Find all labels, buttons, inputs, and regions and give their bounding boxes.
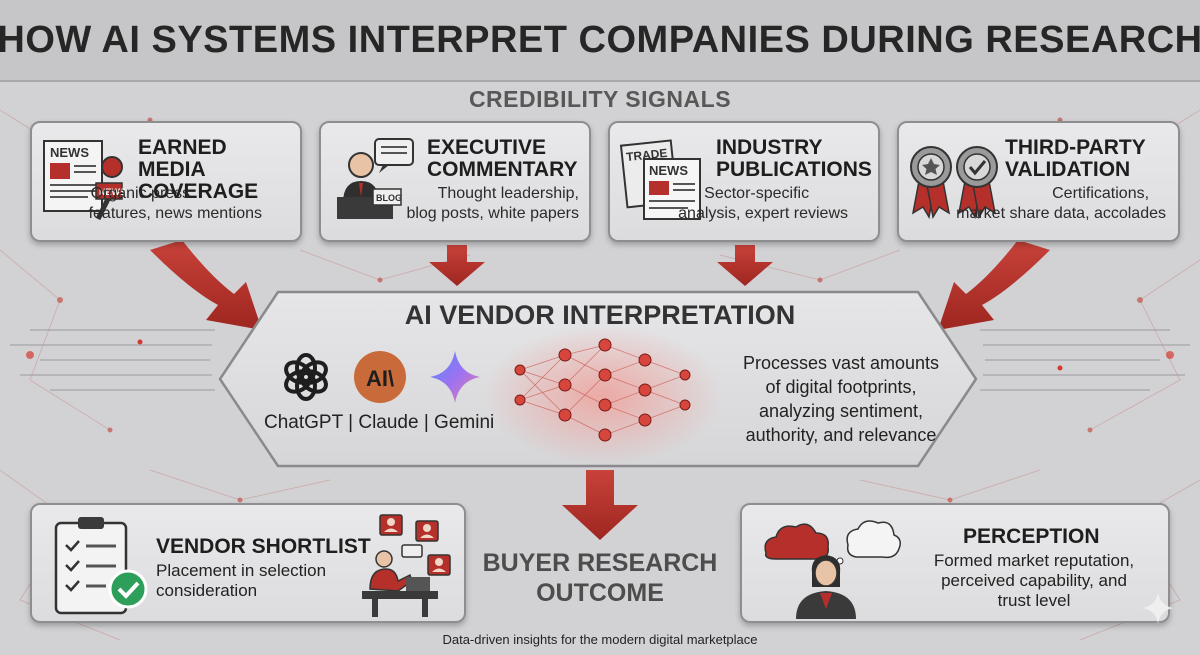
svg-text:NEWS: NEWS (649, 163, 688, 178)
shortlist-title: VENDOR SHORTLIST (156, 535, 371, 558)
hub-title: AI VENDOR INTERPRETATION (404, 300, 796, 330)
svg-text:BLOG: BLOG (376, 193, 402, 203)
publications-icon: TRADE NEWS (619, 139, 701, 220)
arrow-media-to-hub (150, 240, 262, 330)
thinking-person-clouds-icon (764, 520, 901, 619)
clipboard-checklist-icon (54, 517, 148, 615)
signal-description: Thought leadership,blog posts, white pap… (406, 185, 579, 222)
newspaper-microphone-icon: NEWS NEWS (43, 140, 126, 221)
vendor-names: ChatGPT | Claude | Gemini (264, 412, 495, 433)
perception-title: PERCEPTION (963, 525, 1100, 548)
section-label: CREDIBILITY SIGNALS (468, 86, 732, 112)
arrow-hub-to-outcome (562, 470, 638, 540)
sparkle-icon (1142, 592, 1174, 624)
arrow-commentary-to-hub (429, 245, 485, 286)
speaker-podium-icon: BLOG (337, 138, 414, 219)
ai-vendor-interpretation-hub (218, 290, 978, 468)
header-bar: HOW AI SYSTEMS INTERPRET COMPANIES DURIN… (0, 0, 1200, 82)
person-at-desk-icon (362, 514, 451, 617)
hub-hexagon (218, 290, 978, 468)
award-ribbon-icon (910, 146, 998, 220)
arrow-validation-to-hub (938, 240, 1050, 330)
arrow-publications-to-hub (717, 245, 773, 286)
svg-text:NEWS: NEWS (99, 187, 126, 197)
page-title: HOW AI SYSTEMS INTERPRET COMPANIES DURIN… (0, 18, 1200, 61)
perception-description: Formed market reputation,perceived capab… (933, 551, 1135, 610)
signal-description: Certifications,market share data, accola… (956, 185, 1166, 222)
footer-tagline: Data-driven insights for the modern digi… (442, 632, 758, 647)
svg-text:NEWS: NEWS (50, 145, 89, 160)
perception-card: PERCEPTION Formed market reputation,perc… (740, 503, 1170, 623)
